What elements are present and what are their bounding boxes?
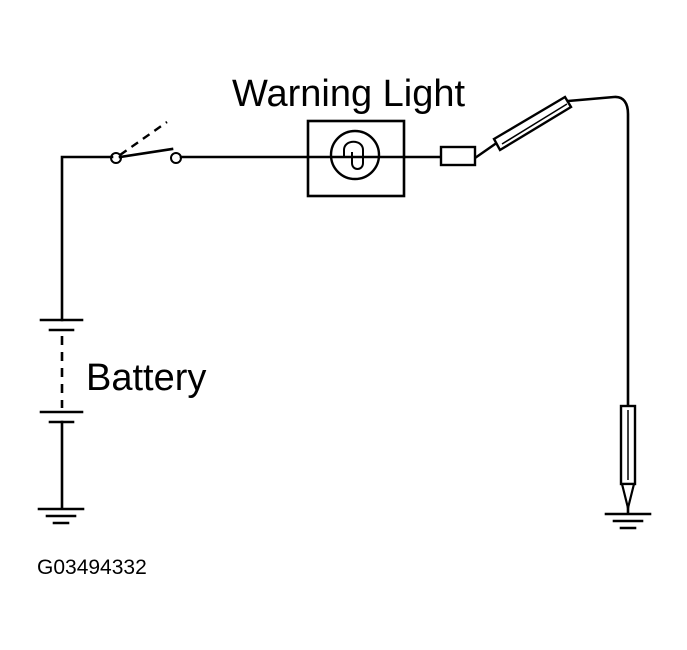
warning-light-label: Warning Light <box>232 73 465 115</box>
wire-test-lead <box>566 95 630 408</box>
ground-icon-right <box>604 506 652 530</box>
connector <box>439 145 477 167</box>
wire-left-top <box>60 155 114 322</box>
probe-grip-line <box>501 103 568 145</box>
probe-tip-lower <box>620 482 636 509</box>
warning-light <box>306 119 406 198</box>
test-probe-upper <box>474 95 573 159</box>
battery-label: Battery <box>86 357 206 399</box>
switch-contact-right <box>170 152 182 164</box>
switch <box>110 121 182 164</box>
figure-id-label: G03494332 <box>37 556 147 579</box>
test-probe-lower <box>619 404 637 509</box>
switch-blade-open-dashed <box>119 121 168 156</box>
battery-icon <box>39 318 84 424</box>
ground-icon-left <box>37 507 85 525</box>
bulb-icon <box>329 129 381 181</box>
switch-blade-closed <box>118 147 174 159</box>
probe-tip-upper <box>474 141 499 159</box>
